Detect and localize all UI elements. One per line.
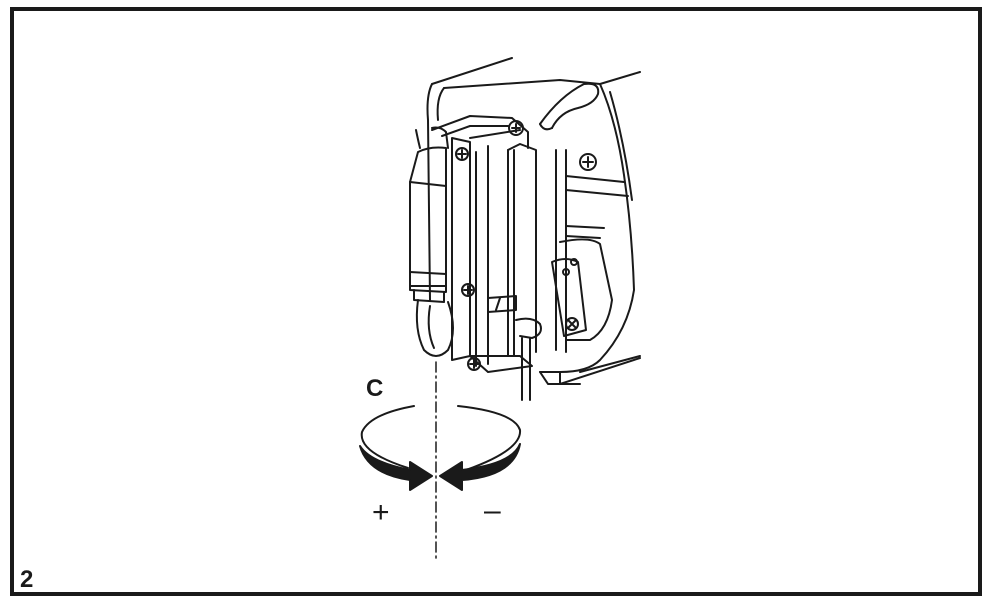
figure-number: 2 [20, 566, 34, 593]
rotation-label: C [366, 375, 383, 402]
needle-bar-cylinder [409, 126, 454, 357]
housing [426, 57, 641, 385]
minus-sign: – [484, 494, 501, 527]
thread-guide-hook [539, 82, 600, 131]
plus-sign: + [372, 496, 390, 529]
side-panel [551, 149, 629, 353]
figure-frame [10, 7, 982, 596]
clockwise-arrow-icon [359, 445, 433, 491]
screw-icons [455, 120, 597, 371]
counterclockwise-arrow-icon [439, 443, 521, 491]
presser-frame [431, 115, 542, 401]
rotation-arrows [360, 405, 522, 471]
